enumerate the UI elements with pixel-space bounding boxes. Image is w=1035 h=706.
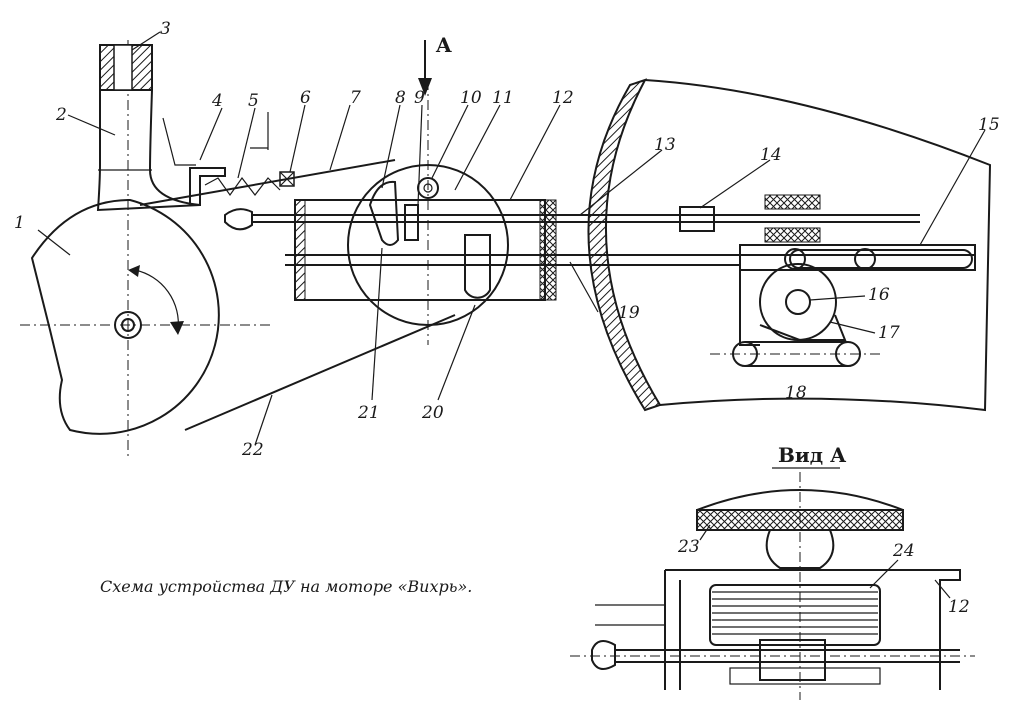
label-16: 16: [868, 285, 890, 305]
label-22: 22: [241, 440, 264, 460]
guide-housing: [294, 199, 557, 301]
upper-lever: [96, 44, 201, 212]
label-12-view: 12: [948, 597, 970, 617]
label-9: 9: [414, 88, 425, 108]
hull-wall: [587, 78, 662, 412]
hull-outline: [644, 79, 992, 412]
part-labels: 1 2 3 4 5 6 7 8 9 10 11 12 13 14 15 16 1…: [14, 19, 1000, 460]
label-12: 12: [552, 88, 574, 108]
label-20: 20: [421, 403, 444, 423]
cam-disc: [347, 80, 509, 345]
flywheel-pulley: [20, 40, 270, 460]
label-11: 11: [492, 88, 514, 108]
label-6: 6: [300, 88, 311, 108]
drive-belt-upper: [139, 159, 396, 206]
label-24: 24: [892, 541, 915, 561]
label-7: 7: [350, 88, 361, 108]
label-23: 23: [677, 537, 700, 557]
view-arrow-label: A: [435, 33, 452, 57]
label-15: 15: [978, 115, 1000, 135]
label-19: 19: [618, 303, 640, 323]
label-21: 21: [357, 403, 380, 423]
label-18: 18: [785, 383, 807, 403]
main-schematic: A 1 2: [14, 19, 1000, 460]
label-5: 5: [248, 91, 259, 111]
view-a-title: Вид А: [778, 443, 847, 467]
diagram-caption: Схема устройства ДУ на моторе «Вихрь».: [100, 577, 472, 596]
label-14: 14: [760, 145, 782, 165]
reversing-mechanism: [710, 244, 976, 367]
label-10: 10: [460, 88, 482, 108]
label-17: 17: [878, 323, 900, 343]
label-4: 4: [211, 91, 223, 111]
label-13: 13: [654, 135, 676, 155]
coil-spring: [709, 584, 881, 646]
label-1: 1: [14, 213, 25, 233]
spring-assembly: [162, 112, 295, 206]
drive-belt-lower: [184, 314, 456, 431]
control-rod-upper: [224, 194, 920, 243]
leader-lines: [37, 31, 986, 446]
view-a: Вид А 23 24: [570, 443, 975, 700]
label-3: 3: [160, 19, 171, 39]
label-2: 2: [55, 105, 67, 125]
label-8: 8: [395, 88, 406, 108]
view-arrow: A: [418, 33, 452, 96]
